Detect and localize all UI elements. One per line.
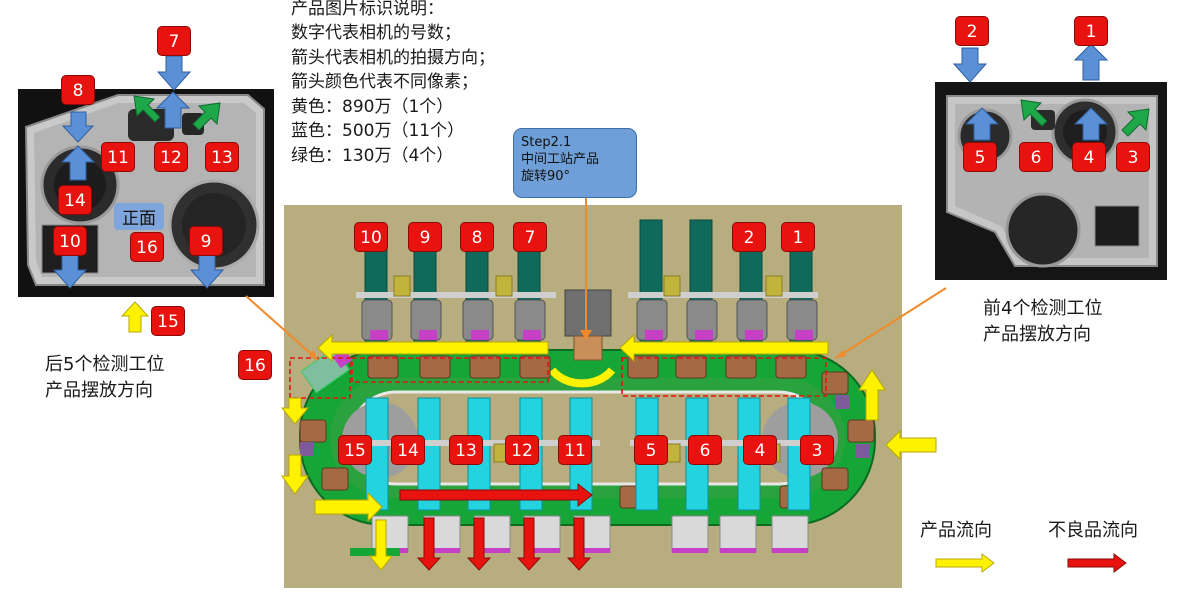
legend-line-blue: 蓝色：500万（11个） [291,121,465,141]
rear-caption-line2: 产品摆放方向 [45,380,153,401]
front-badge-5: 5 [963,142,997,172]
callout-line1: Step2.1 [521,135,572,150]
legend-line: 数字代表相机的号数； [291,23,461,43]
machine-badge-14: 14 [391,435,425,465]
rear-badge-7: 7 [157,26,191,56]
front-badge-3: 3 [1116,142,1150,172]
machine-badge-3: 3 [800,435,834,465]
front-badge-6: 6 [1019,142,1053,172]
flow-legend-arrows [935,553,1127,573]
front-face-label: 正面 [114,203,164,230]
defect-flow-label: 不良品流向 [1048,520,1138,541]
rear-badge-10: 10 [53,226,87,256]
machine-badge-11: 11 [558,435,592,465]
machine-badge-1: 1 [781,222,815,252]
callout-line2: 中间工站产品 [521,152,600,167]
legend-line-yellow: 黄色：890万（1个） [291,97,454,117]
front-caption-line2: 产品摆放方向 [983,324,1091,345]
rear-badge-9: 9 [189,226,223,256]
legend-line: 箭头颜色代表不同像素； [291,72,478,92]
rear-badge-12: 12 [154,142,188,172]
machine-badge-5: 5 [634,435,668,465]
rear-badge-8: 8 [61,75,95,105]
machine-badge-9: 9 [408,222,442,252]
product-flow-label: 产品流向 [920,520,992,541]
front-arrow-layer [952,43,1150,141]
machine-badge-12: 12 [505,435,539,465]
legend-title: 产品图片标识说明： [291,0,444,19]
rear-caption-line1: 后5个检测工位 [45,354,165,375]
front-badge-1: 1 [1074,16,1108,46]
rear-badge-11: 11 [101,142,135,172]
machine-badge-16: 16 [238,350,272,380]
front-badge-4: 4 [1072,142,1106,172]
rear-badge-16: 16 [130,232,164,262]
machine-badge-13: 13 [449,435,483,465]
front-caption-line1: 前4个检测工位 [983,298,1103,319]
rear-badge-15: 15 [151,306,185,336]
machine-badge-2: 2 [732,222,766,252]
rotation-callout: Step2.1 中间工站产品 旋转90° [513,128,637,198]
machine-badge-10: 10 [354,222,388,252]
machine-badge-4: 4 [743,435,777,465]
machine-badge-15: 15 [338,435,372,465]
machine-badge-8: 8 [460,222,494,252]
machine-badge-7: 7 [513,222,547,252]
rear-badge-14: 14 [58,185,92,215]
legend-line-green: 绿色：130万（4个） [291,146,454,166]
rear-product-image [18,89,274,297]
callout-line3: 旋转90° [521,169,571,184]
rear-badge-13: 13 [205,142,239,172]
legend-line: 箭头代表相机的拍摄方向； [291,48,495,68]
machine-badge-6: 6 [688,435,722,465]
front-badge-2: 2 [955,16,989,46]
